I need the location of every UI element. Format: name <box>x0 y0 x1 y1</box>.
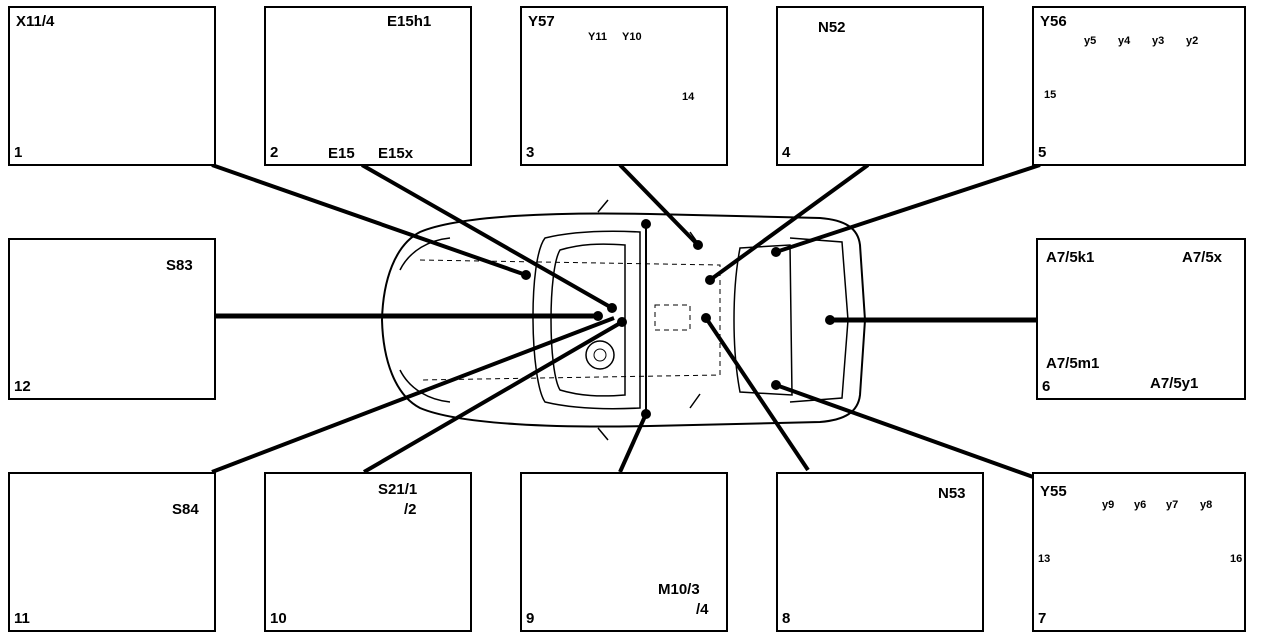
label-y11: Y11 <box>588 31 607 43</box>
panel-4: N52 4 <box>776 6 984 166</box>
label-15: 15 <box>1044 89 1057 101</box>
label-a7-5y1: A7/5y1 <box>1150 375 1199 392</box>
panel-2: E15h1 E15 E15x 2 <box>264 6 472 166</box>
label-y2: y2 <box>1186 35 1199 47</box>
label-s21-1: S21/1 <box>378 481 418 498</box>
panel-number: 6 <box>1042 378 1051 395</box>
label-y10: Y10 <box>622 31 642 43</box>
panel-12: S83 12 <box>8 238 216 400</box>
label-s21-2: /2 <box>404 501 417 518</box>
panel-number: 7 <box>1038 610 1047 627</box>
label-a7-5k1: A7/5k1 <box>1046 249 1095 266</box>
panel-3: Y57 Y11 Y10 14 3 <box>520 6 728 166</box>
label-y4: y4 <box>1118 35 1131 47</box>
leader-lines <box>211 163 1041 480</box>
panel-11: S84 11 <box>8 472 216 632</box>
panel-1: X11/4 1 <box>8 6 216 166</box>
panel-7: Y55 y9 y6 y7 y8 13 16 7 <box>1032 472 1246 632</box>
label-e15: E15 <box>328 145 355 162</box>
label-y55: Y55 <box>1040 483 1067 500</box>
panel-number: 2 <box>270 144 279 161</box>
label-m10-3: M10/3 <box>658 581 700 598</box>
label-14: 14 <box>682 91 695 103</box>
panel-5: Y56 y5 y4 y3 y2 15 5 <box>1032 6 1246 166</box>
panel-number: 9 <box>526 610 535 627</box>
panel-number: 5 <box>1038 144 1047 161</box>
label-n52: N52 <box>818 19 846 36</box>
label-x11-4: X11/4 <box>16 13 55 30</box>
label-16: 16 <box>1230 553 1243 565</box>
label-y56: Y56 <box>1040 13 1067 30</box>
label-y3: y3 <box>1152 35 1165 47</box>
location-dots <box>521 219 835 419</box>
panel-6: A7/5k1 A7/5x A7/5m1 A7/5y1 6 <box>1036 238 1246 400</box>
label-s84: S84 <box>172 501 199 518</box>
label-13: 13 <box>1038 553 1051 565</box>
panel-number: 12 <box>14 378 31 395</box>
label-y9: y9 <box>1102 499 1115 511</box>
label-s83: S83 <box>166 257 193 274</box>
label-y7: y7 <box>1166 499 1179 511</box>
label-y8: y8 <box>1200 499 1213 511</box>
panel-9: M10/3 /4 9 <box>520 472 728 632</box>
panel-number: 3 <box>526 144 535 161</box>
panel-number: 10 <box>270 610 287 627</box>
label-m10-4: /4 <box>696 601 709 618</box>
panel-number: 11 <box>14 610 30 627</box>
label-e15x: E15x <box>378 145 414 162</box>
label-y57: Y57 <box>528 13 555 30</box>
label-a7-5m1: A7/5m1 <box>1046 355 1100 372</box>
panel-8: N53 8 <box>776 472 984 632</box>
label-y6: y6 <box>1134 499 1147 511</box>
panel-number: 8 <box>782 610 791 627</box>
panel-number: 4 <box>782 144 791 161</box>
panel-10: S21/1 /2 10 <box>264 472 472 632</box>
label-a7-5x: A7/5x <box>1182 249 1223 266</box>
label-e15h1: E15h1 <box>387 13 432 30</box>
label-n53: N53 <box>938 485 966 502</box>
panel-number: 1 <box>14 144 23 161</box>
label-y5: y5 <box>1084 35 1097 47</box>
